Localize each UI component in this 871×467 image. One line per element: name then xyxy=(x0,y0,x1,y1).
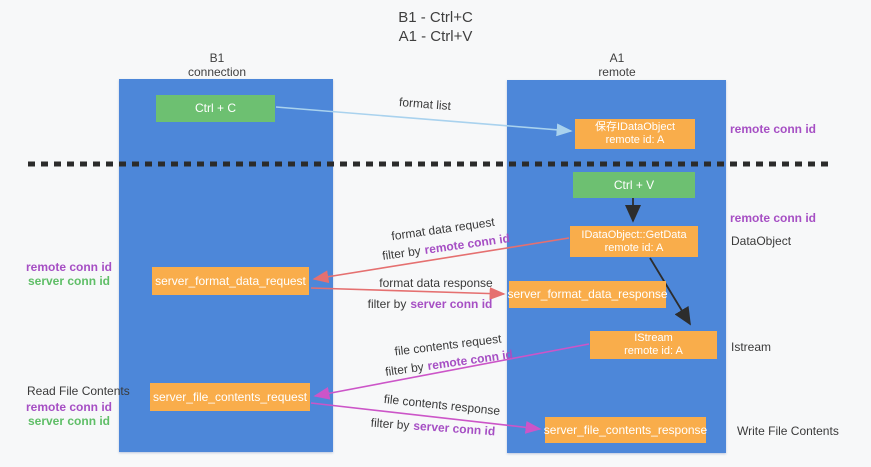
node-server-file-contents-request[interactable]: server_file_contents_request xyxy=(150,383,310,411)
node-save-idataobject-line1: 保存IDataObject xyxy=(594,121,676,133)
istream-label: Istream xyxy=(731,340,772,354)
file-contents-response-label: file contents response xyxy=(377,391,508,419)
node-server-file-contents-request-label: server_file_contents_request xyxy=(152,389,308,404)
dataobject-label: DataObject xyxy=(731,234,792,248)
node-istream-line1: IStream xyxy=(634,332,673,344)
lane-b1-role: connection xyxy=(187,65,247,79)
node-server-file-contents-response-label: server_file_contents_response xyxy=(543,422,708,437)
write-file-contents-label: Write File Contents xyxy=(737,424,839,438)
left-conn-id-group-2: remote conn id server conn id xyxy=(18,400,120,428)
node-server-format-data-request[interactable]: server_format_data_request xyxy=(152,267,309,295)
format-data-response-label: format data response xyxy=(375,276,497,290)
node-ctrl-c-label: Ctrl + C xyxy=(194,101,236,115)
node-save-idataobject-line2: remote id: A xyxy=(605,134,665,146)
server-conn-id-label-left2: server conn id xyxy=(27,414,111,428)
format-list-label: format list xyxy=(370,93,481,116)
lane-header-b1: B1 connection xyxy=(157,51,277,79)
remote-conn-id-label-top: remote conn id xyxy=(730,122,817,136)
diagram-title: B1 - Ctrl+C A1 - Ctrl+V xyxy=(0,8,871,46)
node-ctrl-v-label: Ctrl + V xyxy=(613,177,655,192)
file-contents-response-text: file contents response xyxy=(383,391,501,419)
lane-header-a1: A1 remote xyxy=(557,51,677,79)
format-list-text: format list xyxy=(398,94,452,114)
node-ctrl-v[interactable]: Ctrl + V xyxy=(573,172,695,198)
filter-by-text: filter by xyxy=(381,243,422,263)
node-idataobject-getdata[interactable]: IDataObject::GetData remote id: A xyxy=(570,226,698,257)
remote-conn-id-label-left2: remote conn id xyxy=(25,400,112,414)
server-conn-id-label-left1: server conn id xyxy=(27,274,111,288)
read-file-contents-label: Read File Contents xyxy=(27,384,130,398)
node-server-format-data-request-label: server_format_data_request xyxy=(155,273,306,288)
remote-conn-id-label-left1: remote conn id xyxy=(25,260,112,274)
node-istream[interactable]: IStream remote id: A xyxy=(590,331,717,359)
node-server-format-data-response[interactable]: server_format_data_response xyxy=(507,281,668,308)
lane-b1-name: B1 xyxy=(209,51,225,65)
filter-by-text: filter by xyxy=(370,415,410,433)
lane-a1-role: remote xyxy=(598,65,636,79)
node-idataobject-getdata-line2: remote id: A xyxy=(604,241,664,254)
server-conn-id-text: server conn id xyxy=(412,418,496,439)
node-idataobject-getdata-line1: IDataObject::GetData xyxy=(581,228,687,241)
server-conn-id-text: server conn id xyxy=(410,297,493,311)
lane-a1-name: A1 xyxy=(609,51,625,65)
filter-by-text: filter by xyxy=(367,297,407,311)
node-ctrl-c[interactable]: Ctrl + C xyxy=(156,95,275,122)
node-server-format-data-response-label: server_format_data_response xyxy=(507,287,668,301)
title-line-2: A1 - Ctrl+V xyxy=(398,28,473,45)
filter-by-server-conn-id-label-2: filter by server conn id xyxy=(358,415,509,439)
filter-by-text: filter by xyxy=(384,359,425,379)
format-data-response-text: format data response xyxy=(379,276,493,290)
title-line-1: B1 - Ctrl+C xyxy=(398,9,473,26)
left-conn-id-group-1: remote conn id server conn id xyxy=(18,260,120,288)
node-server-file-contents-response[interactable]: server_file_contents_response xyxy=(543,417,708,443)
node-istream-line2: remote id: A xyxy=(624,345,683,357)
remote-conn-id-label-mid: remote conn id xyxy=(730,211,817,225)
filter-by-server-conn-id-label-1: filter by server conn id xyxy=(355,297,505,311)
node-save-idataobject[interactable]: 保存IDataObject remote id: A xyxy=(575,119,695,149)
